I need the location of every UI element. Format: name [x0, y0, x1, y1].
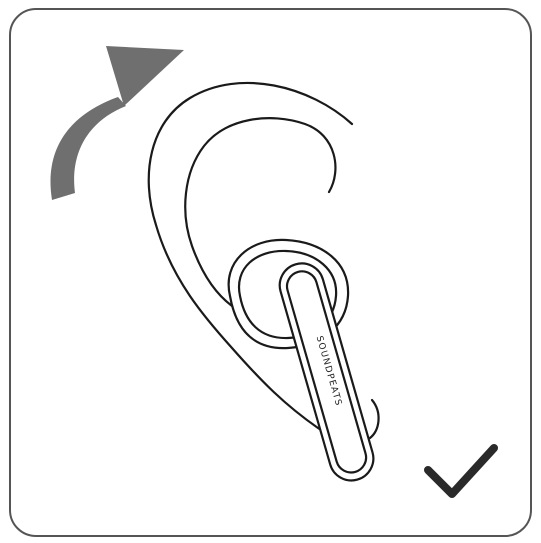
checkmark-icon — [428, 448, 494, 494]
earbud: SOUNDPEATS — [229, 240, 379, 486]
earbud-stem: SOUNDPEATS — [275, 258, 379, 485]
